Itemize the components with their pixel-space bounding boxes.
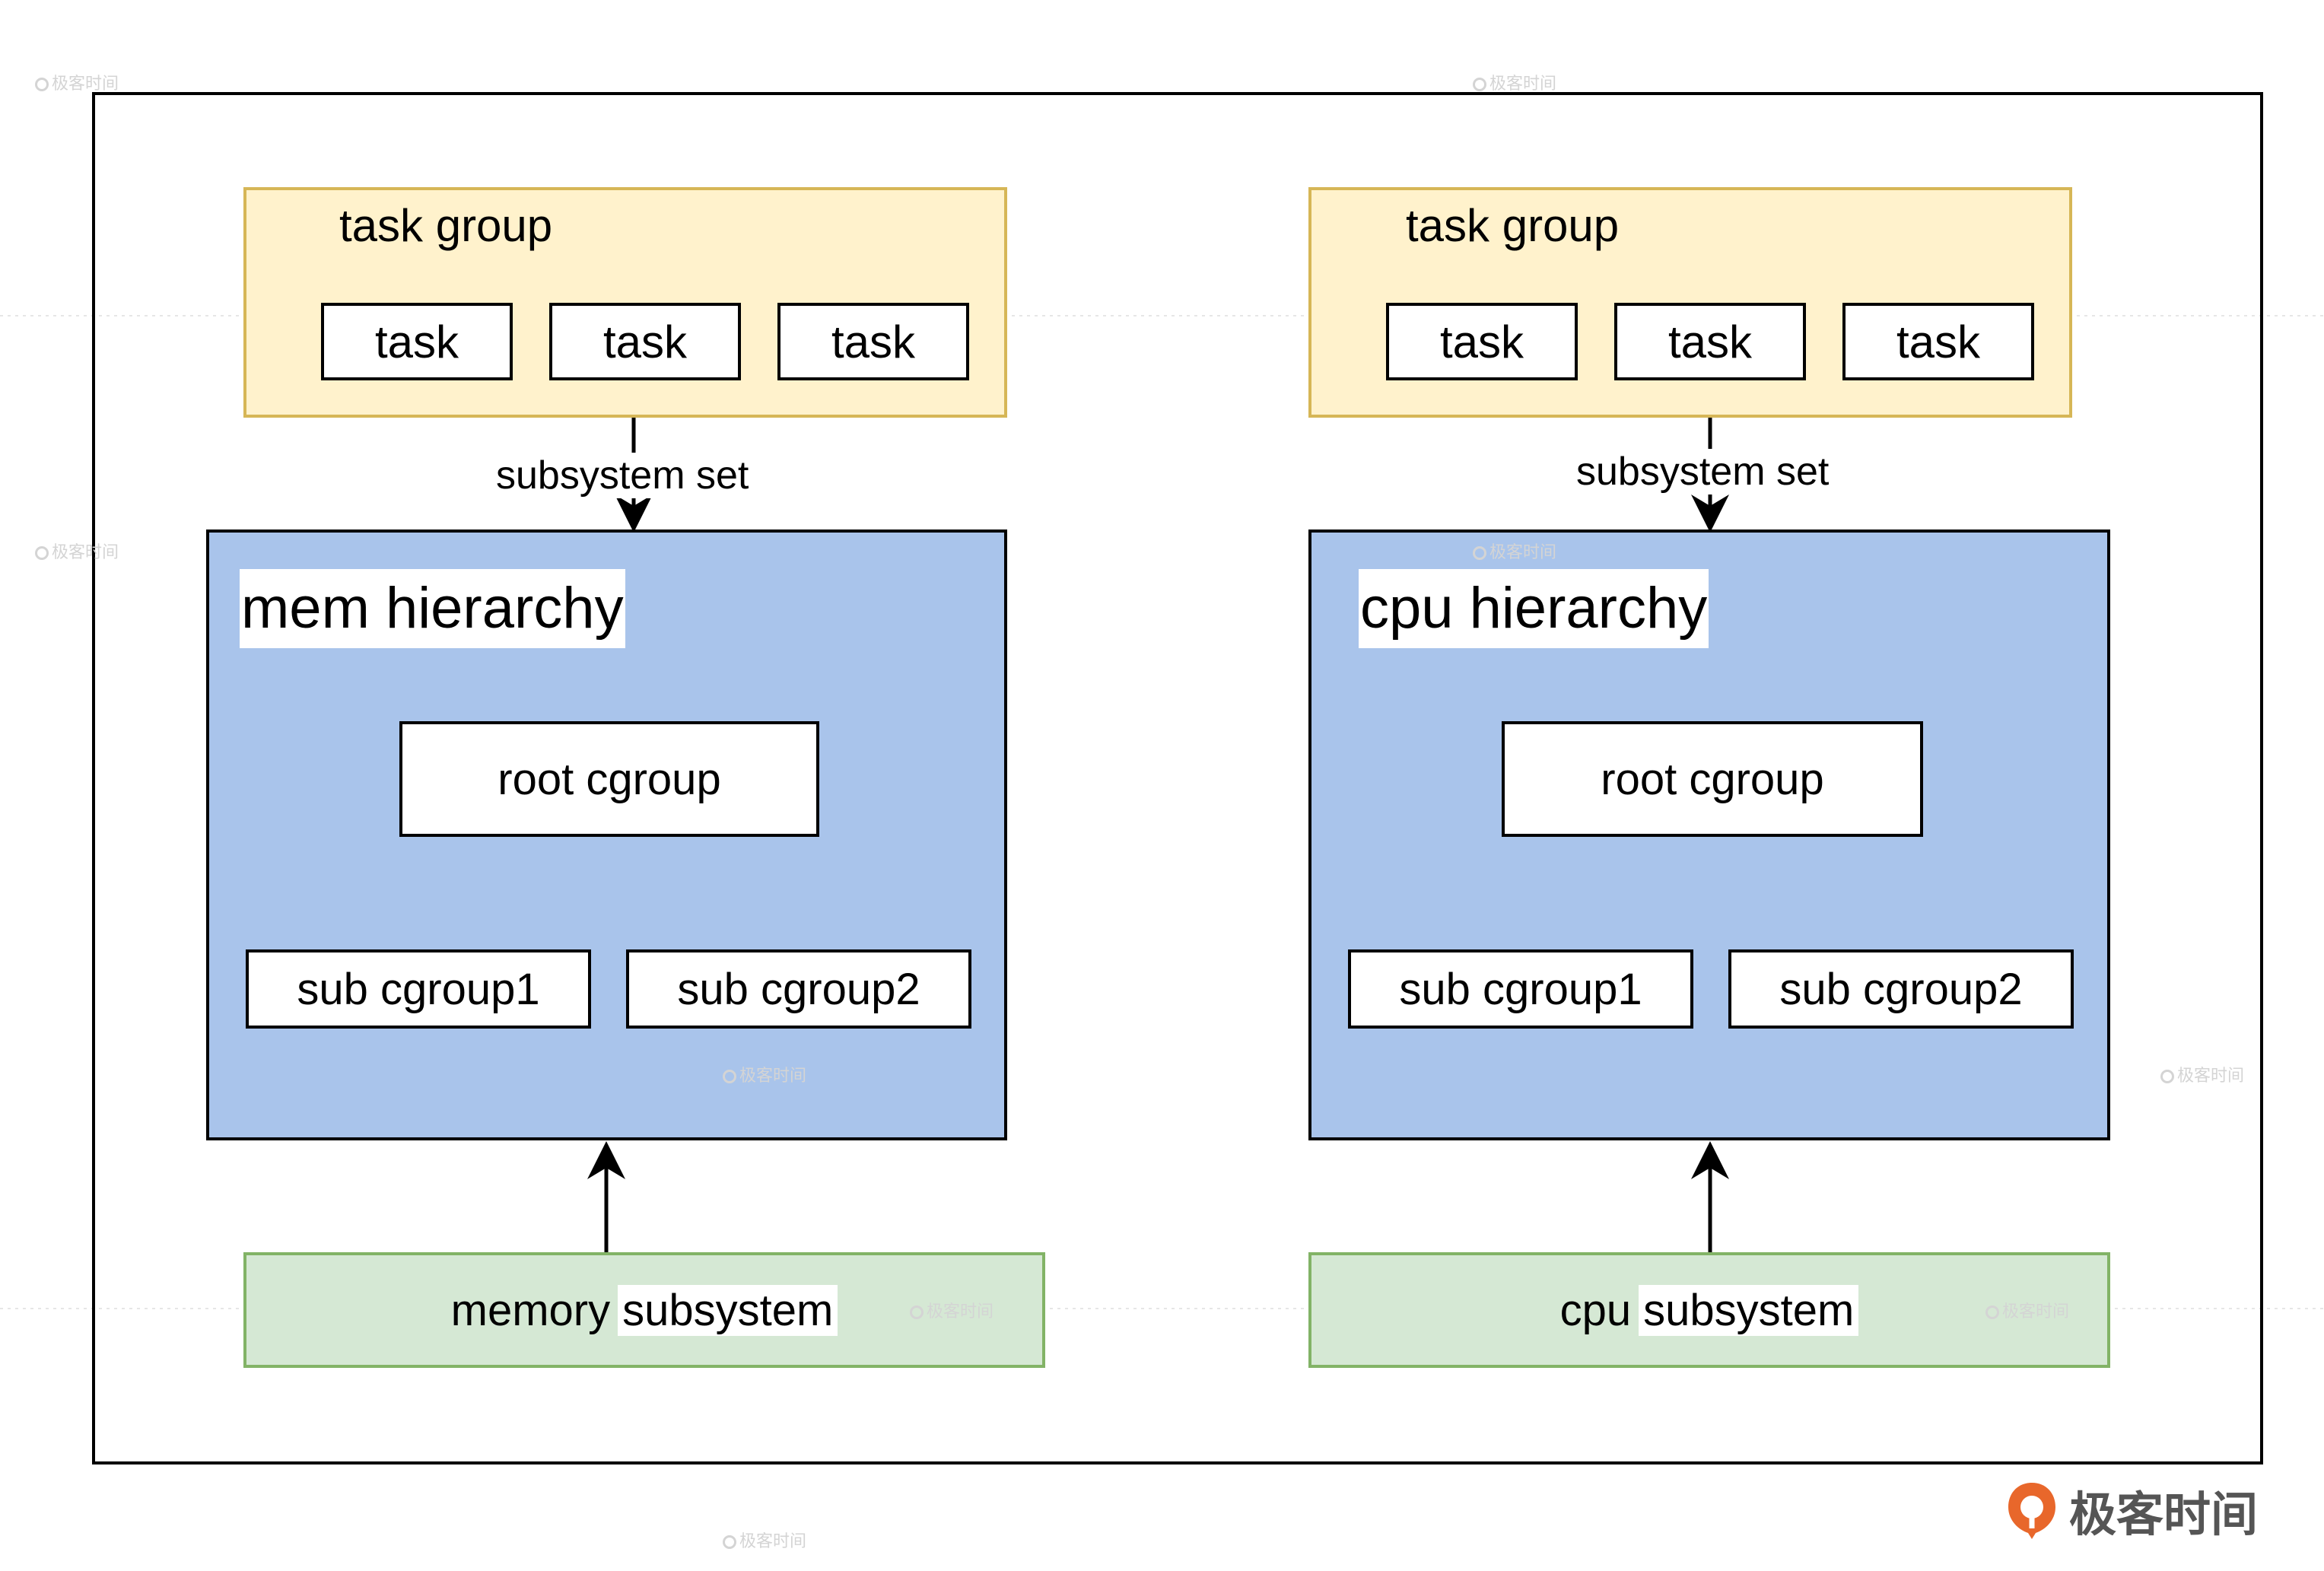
watermark-logo-icon <box>1985 1305 1999 1320</box>
left-sub-cgroup-1: sub cgroup1 <box>246 949 591 1029</box>
right-sub-cgroup-2: sub cgroup2 <box>1728 949 2074 1029</box>
watermark: 极客时间 <box>1473 539 1556 563</box>
watermark: 极客时间 <box>723 1062 806 1086</box>
right-task-group-title: task group <box>1406 200 1620 251</box>
right-subsystem-suffix: subsystem <box>1639 1284 1859 1336</box>
left-edge-label: subsystem set <box>493 453 752 498</box>
left-hierarchy-title: mem hierarchy <box>240 569 625 648</box>
left-task-3: task <box>777 303 969 380</box>
right-root-cgroup: root cgroup <box>1502 721 1923 837</box>
right-subsystem: cpu subsystem <box>1308 1252 2110 1368</box>
brand-logo: 极客时间 <box>2005 1476 2258 1544</box>
watermark-logo-icon <box>2160 1070 2174 1084</box>
right-edge-label: subsystem set <box>1573 449 1833 495</box>
left-root-cgroup: root cgroup <box>399 721 819 837</box>
outer-frame <box>92 92 2263 1464</box>
right-task-2: task <box>1614 303 1806 380</box>
watermark-logo-icon <box>1473 546 1486 561</box>
right-task-1: task <box>1386 303 1578 380</box>
brand-logo-icon <box>2008 1483 2055 1539</box>
left-sub-cgroup-2: sub cgroup2 <box>626 949 971 1029</box>
right-hierarchy-title: cpu hierarchy <box>1359 569 1709 648</box>
watermark: 极客时间 <box>1473 70 1556 94</box>
left-subsystem-prefix: memory <box>450 1285 611 1335</box>
watermark: 极客时间 <box>723 1528 806 1552</box>
right-task-3: task <box>1842 303 2034 380</box>
watermark-logo-icon <box>35 78 49 92</box>
watermark-logo-icon <box>723 1070 736 1084</box>
watermark: 极客时间 <box>910 1298 994 1322</box>
watermark-logo-icon <box>35 546 49 561</box>
watermark-logo-icon <box>910 1305 924 1320</box>
right-sub-cgroup-1: sub cgroup1 <box>1348 949 1693 1029</box>
left-task-1: task <box>321 303 513 380</box>
brand-name: 极客时间 <box>2069 1489 2259 1541</box>
right-hierarchy: cpu hierarchy root cgroup sub cgroup1 su… <box>1308 529 2110 1140</box>
left-task-group: task group task task task <box>243 187 1007 418</box>
left-hierarchy: mem hierarchy root cgroup sub cgroup1 su… <box>206 529 1007 1140</box>
watermark: 极客时间 <box>2160 1062 2244 1086</box>
right-subsystem-prefix: cpu <box>1559 1285 1632 1335</box>
left-subsystem-suffix: subsystem <box>618 1284 838 1336</box>
watermark-logo-icon <box>723 1535 736 1550</box>
watermark: 极客时间 <box>1985 1298 2069 1322</box>
watermark: 极客时间 <box>35 539 119 563</box>
watermark: 极客时间 <box>35 70 119 94</box>
left-task-2: task <box>549 303 741 380</box>
left-task-group-title: task group <box>339 200 553 251</box>
right-task-group: task group task task task <box>1308 187 2072 418</box>
watermark-logo-icon <box>1473 78 1486 92</box>
